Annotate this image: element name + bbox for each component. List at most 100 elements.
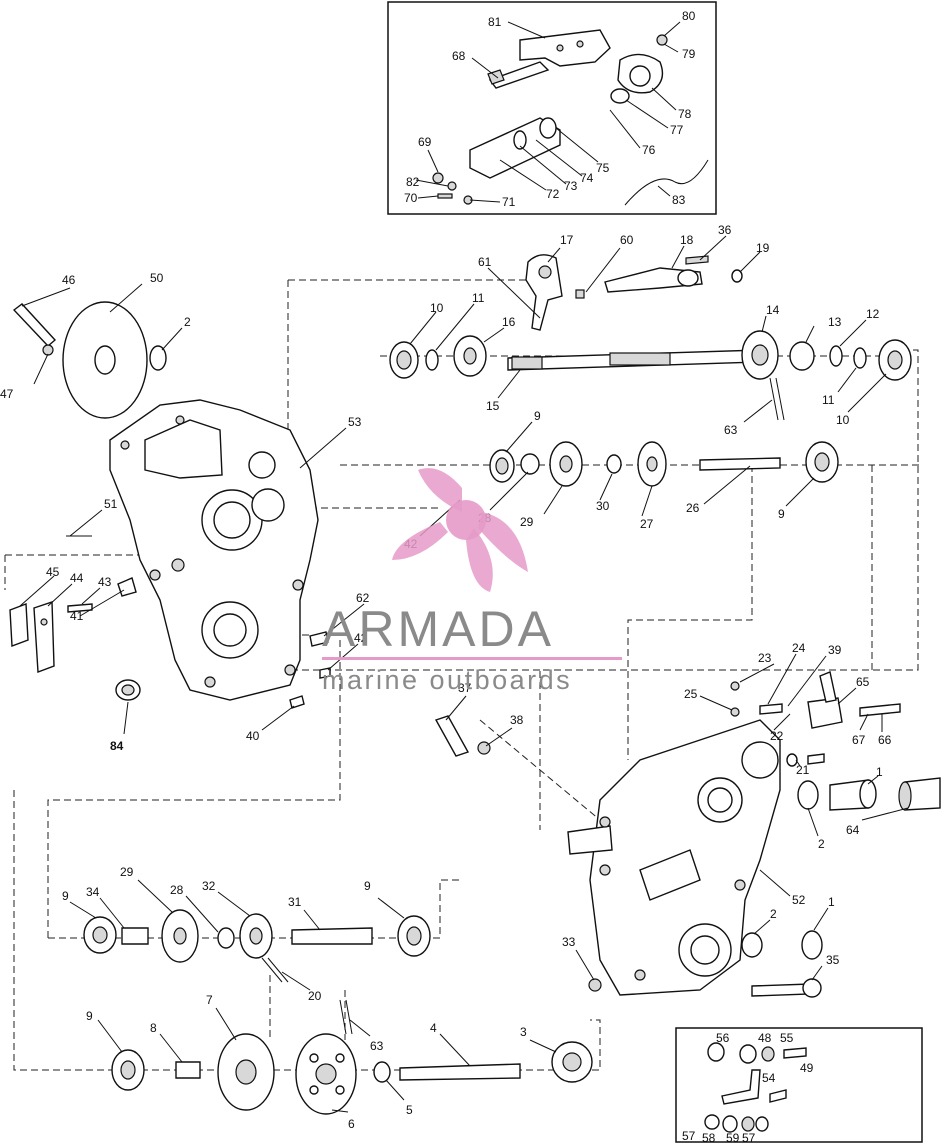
callout-50: 50	[150, 271, 164, 285]
callout-7: 7	[206, 993, 213, 1007]
callout-10b: 10	[836, 413, 850, 427]
callout-57a: 57	[682, 1129, 696, 1143]
callout-29a: 29	[520, 515, 534, 529]
callout-70: 70	[404, 191, 418, 205]
callout-45: 45	[46, 565, 60, 579]
leader-lines	[19, 235, 909, 1113]
callout-43: 43	[98, 575, 112, 589]
callout-71: 71	[502, 195, 516, 209]
callout-13: 13	[828, 315, 842, 329]
callout-81: 81	[488, 15, 502, 29]
callout-67: 67	[852, 733, 866, 747]
callout-18: 18	[680, 233, 694, 247]
callout-53: 53	[348, 415, 362, 429]
callout-1b: 1	[828, 895, 835, 909]
callout-26: 26	[686, 501, 700, 515]
callout-3: 3	[520, 1025, 527, 1039]
callout-59: 59	[726, 1131, 740, 1145]
callout-10a: 10	[430, 301, 444, 315]
callout-17: 17	[560, 233, 574, 247]
callout-83: 83	[672, 193, 686, 207]
callout-57b: 57	[742, 1131, 756, 1145]
callout-20: 20	[308, 989, 322, 1003]
callout-19: 19	[756, 241, 770, 255]
logo-name: ARMADA	[322, 601, 554, 657]
callout-73: 73	[564, 179, 578, 193]
callout-29b: 29	[120, 865, 134, 879]
right-gear-housing	[567, 719, 781, 996]
callout-33: 33	[562, 935, 576, 949]
callout-62: 62	[356, 591, 370, 605]
callout-41: 41	[70, 609, 84, 623]
logo-tagline: marine outboards	[322, 665, 572, 695]
callout-5: 5	[406, 1103, 413, 1117]
cover-disc	[62, 301, 167, 419]
switch-assembly	[730, 671, 901, 729]
callout-27: 27	[640, 517, 654, 531]
callout-80: 80	[682, 9, 696, 23]
callout-35: 35	[826, 953, 840, 967]
callout-1a: 1	[876, 765, 883, 779]
callout-11a: 11	[472, 291, 485, 305]
callout-55: 55	[780, 1031, 794, 1045]
middle-shaft-assembly	[489, 441, 839, 487]
callout-82: 82	[406, 175, 420, 189]
callout-37: 37	[458, 681, 472, 695]
callout-11b: 11	[822, 393, 835, 407]
callout-63b: 63	[370, 1039, 384, 1053]
callout-2a: 2	[184, 315, 191, 329]
callout-9d: 9	[364, 879, 371, 893]
callout-78: 78	[678, 107, 692, 121]
fasteners-40-62	[289, 631, 331, 709]
shift-assembly-inset	[387, 1, 717, 215]
callout-9a: 9	[534, 409, 541, 423]
callout-40: 40	[246, 729, 260, 743]
callout-49: 49	[800, 1061, 814, 1075]
callout-63a: 63	[724, 423, 738, 437]
callout-47: 47	[0, 387, 14, 401]
callout-46: 46	[62, 273, 76, 287]
callout-52: 52	[792, 893, 806, 907]
callout-77: 77	[670, 123, 684, 137]
shift-fork-assembly	[525, 254, 743, 331]
right-side-parts	[588, 753, 941, 998]
callout-79: 79	[682, 47, 696, 61]
callout-21: 21	[796, 763, 810, 777]
callout-25: 25	[684, 687, 698, 701]
callout-4: 4	[430, 1021, 437, 1035]
callout-2c: 2	[770, 907, 777, 921]
callout-61: 61	[478, 255, 492, 269]
callout-48: 48	[758, 1031, 772, 1045]
detent-inset	[675, 1027, 923, 1143]
plug-84	[115, 679, 141, 701]
callout-65: 65	[856, 675, 870, 689]
propeller-icon	[392, 468, 528, 592]
brackets-44-45	[9, 577, 137, 673]
callout-16: 16	[502, 315, 516, 329]
callout-44: 44	[70, 571, 84, 585]
callout-22: 22	[770, 729, 784, 743]
callout-9b: 9	[778, 507, 785, 521]
callout-14: 14	[766, 303, 780, 317]
callout-36: 36	[718, 223, 732, 237]
callout-68: 68	[452, 49, 466, 63]
callout-60: 60	[620, 233, 634, 247]
callout-58: 58	[702, 1131, 716, 1145]
callout-6: 6	[348, 1117, 355, 1131]
callout-23: 23	[758, 651, 772, 665]
lower-shaft-31-assembly	[83, 909, 431, 983]
callout-24: 24	[792, 641, 806, 655]
callout-51: 51	[104, 497, 118, 511]
callout-32: 32	[202, 879, 216, 893]
callout-labels: 81 68 80 79 78 77 76 75 74 73 72 71 69 8…	[0, 9, 892, 1145]
callout-66: 66	[878, 733, 892, 747]
callout-28b: 28	[170, 883, 184, 897]
callout-84: 84	[110, 739, 124, 753]
callout-72: 72	[546, 187, 560, 201]
callout-42b: 42	[354, 631, 368, 645]
armada-logo: ARMADA marine outboards	[322, 468, 622, 695]
upper-shaft-assembly	[389, 330, 912, 421]
callout-30: 30	[596, 499, 610, 513]
callout-39: 39	[828, 643, 842, 657]
callout-31: 31	[288, 895, 302, 909]
